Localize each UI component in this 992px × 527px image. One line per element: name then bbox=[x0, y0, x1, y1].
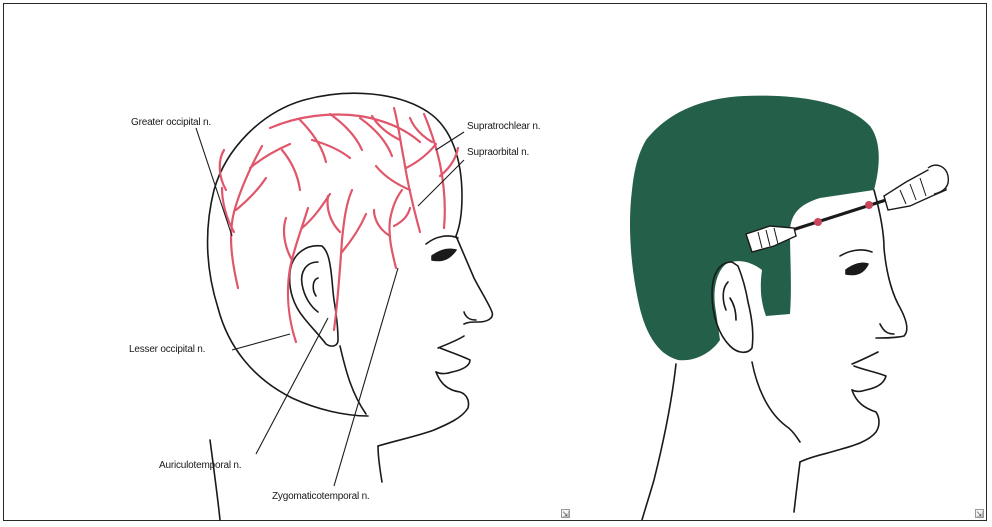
right-nostril bbox=[880, 324, 894, 334]
right-chin bbox=[800, 390, 879, 462]
label-greater-occipital: Greater occipital n. bbox=[131, 117, 211, 129]
left-ear-inner bbox=[302, 262, 318, 312]
left-neck-line bbox=[210, 440, 220, 520]
right-head-illustration bbox=[630, 96, 907, 520]
right-neck-back bbox=[642, 364, 676, 520]
right-face-profile bbox=[874, 190, 907, 338]
label-zygomaticotemporal: Zygomaticotemporal n. bbox=[272, 491, 370, 503]
right-eyebrow bbox=[840, 250, 872, 256]
injection-point-2 bbox=[865, 201, 873, 209]
left-neck-back bbox=[218, 308, 368, 416]
right-lips bbox=[852, 352, 886, 392]
right-ear-inner bbox=[723, 282, 736, 320]
right-eye bbox=[846, 263, 868, 274]
left-jaw bbox=[340, 346, 366, 414]
left-lips bbox=[436, 336, 470, 374]
resize-handle-icon[interactable]: ⇲ bbox=[561, 509, 570, 518]
right-jaw bbox=[752, 362, 800, 442]
left-eyebrow bbox=[426, 236, 458, 244]
label-lesser-occipital: Lesser occipital n. bbox=[129, 344, 205, 356]
left-face-profile bbox=[456, 236, 492, 324]
left-eye bbox=[432, 249, 456, 260]
hair-block bbox=[630, 96, 879, 361]
left-nerve-network bbox=[220, 108, 458, 342]
left-chin bbox=[378, 372, 469, 446]
left-ear-outline bbox=[290, 246, 338, 346]
label-auriculotemporal: Auriculotemporal n. bbox=[159, 460, 241, 472]
left-neck-front bbox=[378, 446, 382, 482]
left-nostril bbox=[464, 312, 476, 320]
left-leader-lines bbox=[196, 128, 464, 486]
label-supraorbital: Supraorbital n. bbox=[467, 147, 529, 159]
injection-point-1 bbox=[814, 218, 822, 226]
label-supratrochlear: Supratrochlear n. bbox=[467, 121, 540, 133]
resize-handle-icon[interactable]: ⇲ bbox=[975, 509, 984, 518]
right-neck-front bbox=[794, 462, 800, 512]
